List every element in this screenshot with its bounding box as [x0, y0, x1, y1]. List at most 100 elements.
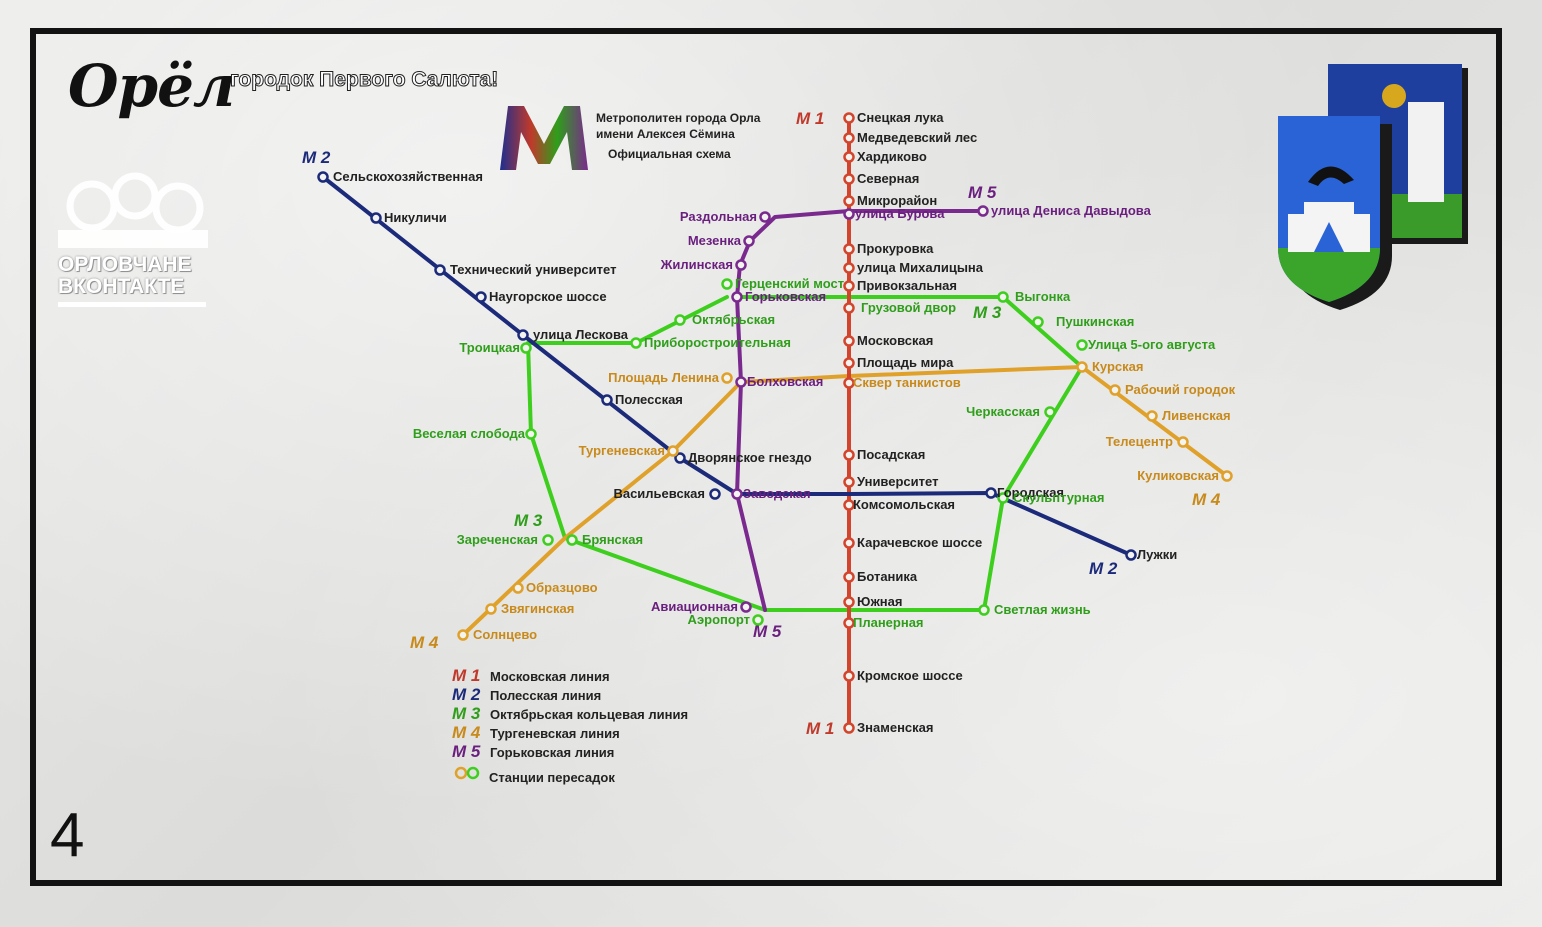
transfer-marker-icon — [468, 768, 478, 778]
m1-station-marker[interactable] — [845, 175, 854, 184]
m1-station-label: Северная — [857, 171, 919, 186]
m1-station-label: Московская — [857, 333, 933, 348]
m1-station-marker[interactable] — [845, 264, 854, 273]
m3-station-marker[interactable] — [723, 280, 732, 289]
m5-station-label: Заводская — [743, 486, 811, 501]
m5-station-marker[interactable] — [733, 490, 742, 499]
m5-station-marker[interactable] — [845, 210, 854, 219]
m5-station-marker[interactable] — [761, 213, 770, 222]
m4-station-marker[interactable] — [487, 605, 496, 614]
m4-station-marker[interactable] — [514, 584, 523, 593]
m1-station-marker[interactable] — [845, 478, 854, 487]
m4-station-marker[interactable] — [1148, 412, 1157, 421]
m1-station-marker[interactable] — [845, 197, 854, 206]
m1-station-label: Знаменская — [857, 720, 933, 735]
m4-station-marker[interactable] — [1179, 438, 1188, 447]
legend-transfer-label: Станции пересадок — [489, 770, 615, 785]
m1-station-label: Кромское шоссе — [857, 668, 963, 683]
m1-station-label: Привокзальная — [857, 278, 957, 293]
m4-line-tag: М 4 — [410, 633, 439, 652]
m3-station-label: Скульптурная — [1013, 490, 1104, 505]
m4-station-marker[interactable] — [459, 631, 468, 640]
m3-station-label: Веселая слобода — [413, 426, 526, 441]
m3-station-marker[interactable] — [527, 430, 536, 439]
m3-station-marker[interactable] — [1078, 341, 1087, 350]
m3-station-label: Троицкая — [459, 340, 520, 355]
m1-station-label: Планерная — [853, 615, 924, 630]
m2-station-marker[interactable] — [372, 214, 381, 223]
m2-station-label: Дворянское гнездо — [688, 450, 812, 465]
m2-station-marker[interactable] — [519, 331, 528, 340]
m1-station-label: Сквер танкистов — [853, 375, 961, 390]
m5-station-marker[interactable] — [737, 378, 746, 387]
m2-station-label: Технический университет — [450, 262, 616, 277]
m1-station-label: Посадская — [857, 447, 925, 462]
m5-station-marker[interactable] — [745, 237, 754, 246]
m3-station-marker[interactable] — [522, 344, 531, 353]
m4-station-marker[interactable] — [723, 374, 732, 383]
m4-station-label: Звягинская — [501, 601, 574, 616]
m3-station-label: Выгонка — [1015, 289, 1071, 304]
m1-station-marker[interactable] — [845, 134, 854, 143]
m5-station-label: Мезенка — [688, 233, 742, 248]
m1-station-label: Южная — [857, 594, 902, 609]
m3-station-label: Аэропорт — [687, 612, 750, 627]
m3-station-marker[interactable] — [980, 606, 989, 615]
m4-station-label: Тургеневская — [579, 443, 665, 458]
legend-tag: М 1 — [452, 666, 480, 685]
m2-station-marker[interactable] — [477, 293, 486, 302]
m2-station-marker[interactable] — [711, 490, 720, 499]
m3-station-marker[interactable] — [632, 339, 641, 348]
m3-station-label: Октябрьская — [692, 312, 775, 327]
m2-station-marker[interactable] — [603, 396, 612, 405]
m2-station-label: Никуличи — [384, 210, 447, 225]
m1-station-marker[interactable] — [845, 598, 854, 607]
m5-station-label: улица Бурова — [855, 206, 945, 221]
m4-station-label: Ливенская — [1162, 408, 1231, 423]
m3-line-tag: М 3 — [973, 303, 1002, 322]
m2-station-marker[interactable] — [436, 266, 445, 275]
m1-station-marker[interactable] — [845, 672, 854, 681]
m1-station-marker[interactable] — [845, 337, 854, 346]
m1-station-marker[interactable] — [845, 114, 854, 123]
m1-station-marker[interactable] — [845, 153, 854, 162]
m5-station-label: улица Дениса Давыдова — [991, 203, 1152, 218]
m4-station-marker[interactable] — [1111, 386, 1120, 395]
m1-station-label: Ботаника — [857, 569, 918, 584]
m5-station-marker[interactable] — [733, 293, 742, 302]
m3-station-label: Брянская — [582, 532, 643, 547]
m1-station-marker[interactable] — [845, 724, 854, 733]
m2-station-marker[interactable] — [319, 173, 328, 182]
m2-station-label: Васильевская — [613, 486, 705, 501]
m3-station-marker[interactable] — [1046, 408, 1055, 417]
m1-station-marker[interactable] — [845, 359, 854, 368]
m5-station-marker[interactable] — [979, 207, 988, 216]
m3-station-marker[interactable] — [999, 293, 1008, 302]
m3-station-marker[interactable] — [1034, 318, 1043, 327]
m1-station-marker[interactable] — [845, 282, 854, 291]
m4-station-marker[interactable] — [669, 447, 678, 456]
m1-station-marker[interactable] — [845, 539, 854, 548]
m3-station-marker[interactable] — [544, 536, 553, 545]
m4-station-marker[interactable] — [1223, 472, 1232, 481]
m2-station-label: Полесская — [615, 392, 683, 407]
m2-station-marker[interactable] — [987, 489, 996, 498]
m1-station-marker[interactable] — [845, 451, 854, 460]
m1-station-marker[interactable] — [845, 573, 854, 582]
legend-line-name: Октябрьская кольцевая линия — [490, 707, 688, 722]
m3-station-label: Пушкинская — [1056, 314, 1134, 329]
m1-station-label: Прокуровка — [857, 241, 934, 256]
m3-station-marker[interactable] — [676, 316, 685, 325]
m5-station-marker[interactable] — [742, 603, 751, 612]
legend-line-name: Московская линия — [490, 669, 610, 684]
m1-station-marker[interactable] — [845, 304, 854, 313]
m5-station-marker[interactable] — [737, 261, 746, 270]
m3-station-label: Улица 5-ого августа — [1088, 337, 1216, 352]
m4-station-label: Образцово — [526, 580, 598, 595]
m2-station-marker[interactable] — [1127, 551, 1136, 560]
m1-station-marker[interactable] — [845, 245, 854, 254]
m3-station-marker[interactable] — [568, 536, 577, 545]
m4-station-marker[interactable] — [1078, 363, 1087, 372]
